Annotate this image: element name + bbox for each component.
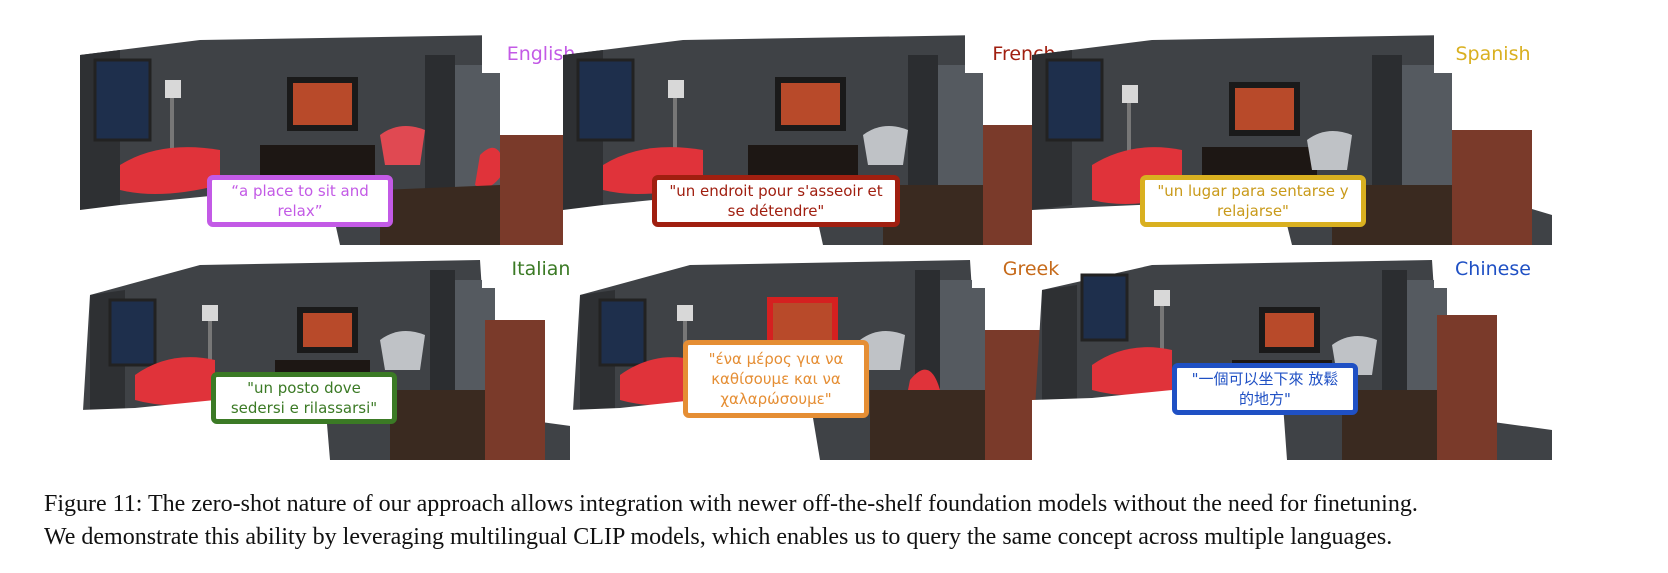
panel-spanish: Spanish "un lugar para sentarse y relaja… [1032,35,1552,245]
figure-caption: Figure 11: The zero-shot nature of our a… [44,488,1644,554]
query-text-box: "un posto dove sedersi e rilassarsi" [211,372,397,424]
figure-panels: English “a place to sit and relax” Frenc… [80,35,1552,460]
caption-line-1: Figure 11: The zero-shot nature of our a… [44,491,1418,517]
query-text-box: "un lugar para sentarse y relajarse" [1140,175,1366,227]
query-text-box: "一個可以坐下來 放鬆的地方" [1172,363,1358,415]
panel-english: English “a place to sit and relax” [80,35,600,245]
panel-french: French "un endroit pour s'asseoir et se … [563,35,1083,245]
panel-greek: Greek "ένα μέρος για να καθίσουμε και να… [570,250,1090,460]
room-render-image [80,260,600,460]
language-label: Greek [972,250,1090,288]
panel-chinese: Chinese "一個可以坐下來 放鬆的地方" [1032,250,1552,460]
query-text-box: “a place to sit and relax” [207,175,393,227]
caption-line-2: We demonstrate this ability by leveragin… [44,524,1393,550]
query-text-box: "ένα μέρος για να καθίσουμε και να χαλαρ… [683,340,869,418]
query-text-box: "un endroit pour s'asseoir et se détendr… [652,175,900,227]
language-label: Chinese [1434,250,1552,288]
language-label: Italian [482,250,600,288]
panel-italian: Italian "un posto dove sedersi e rilassa… [80,250,600,460]
language-label: Spanish [1434,35,1552,73]
